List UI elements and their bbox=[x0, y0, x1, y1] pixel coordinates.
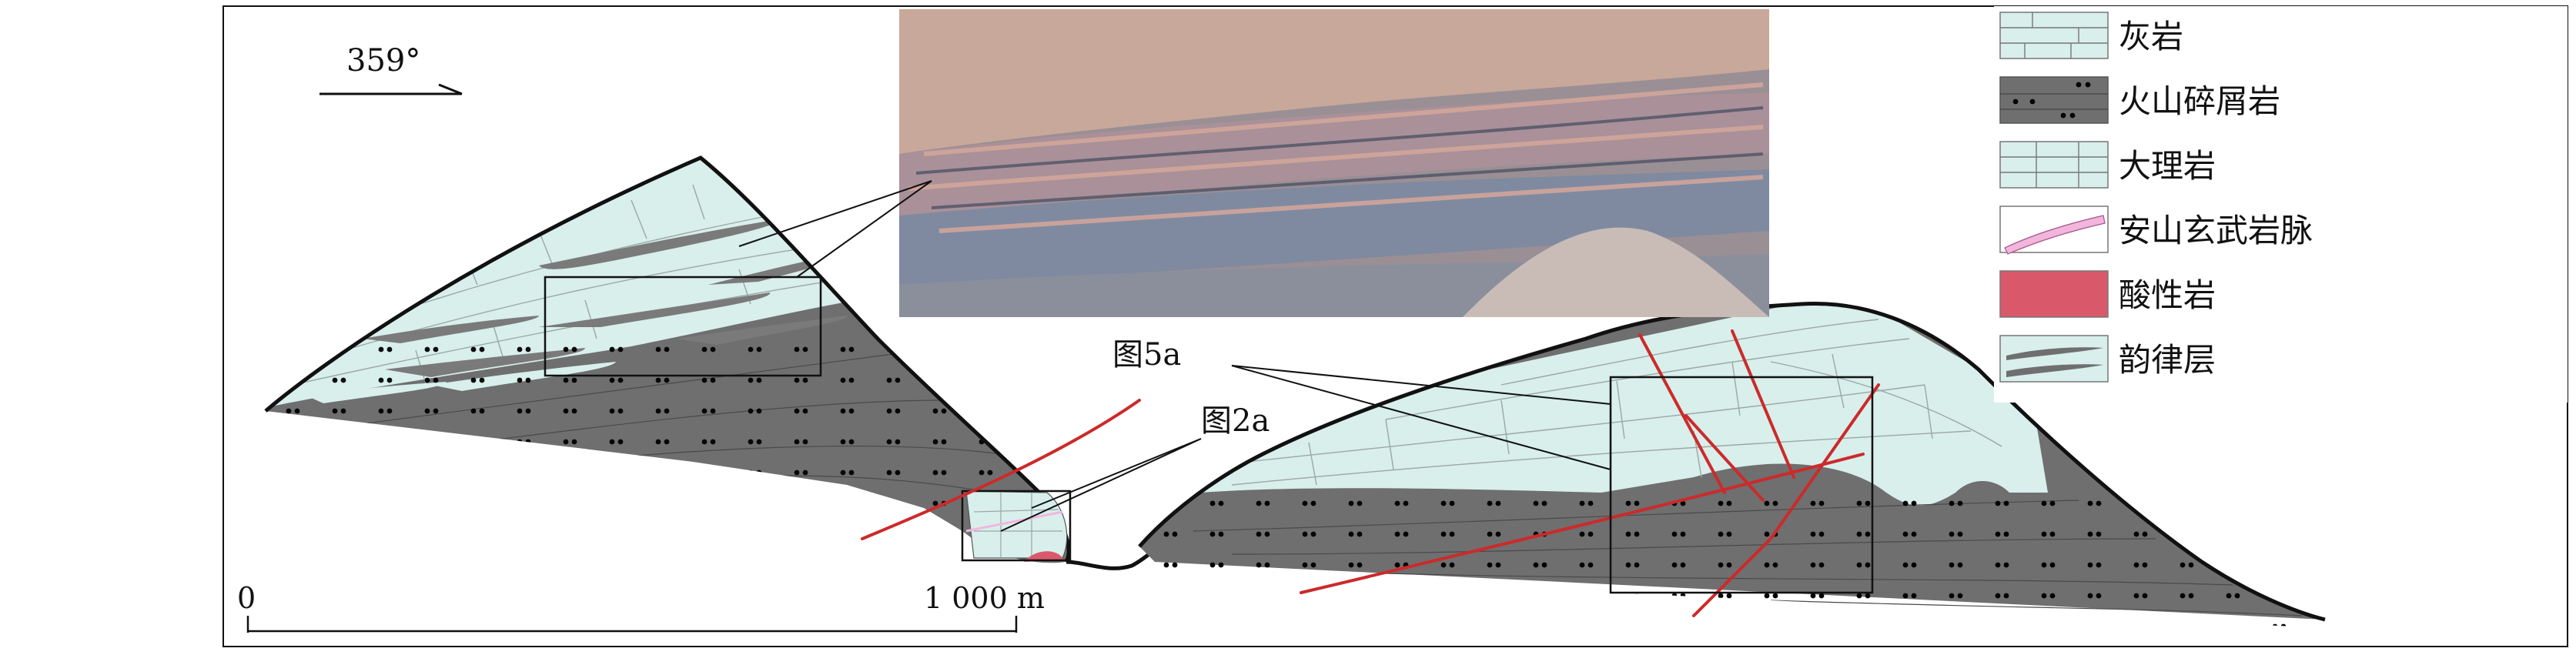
acid-rock-small bbox=[1024, 551, 1064, 562]
scale-start-label: 0 bbox=[237, 581, 256, 615]
legend-label-marble: 大理岩 bbox=[2119, 147, 2216, 185]
legend-label-pyroclastic: 火山碎屑岩 bbox=[2119, 82, 2280, 120]
legend-label-limestone: 灰岩 bbox=[2119, 18, 2183, 55]
legend-swatch-rhythmic bbox=[1999, 335, 2109, 383]
detail-box-fig2a bbox=[961, 490, 1072, 562]
scale-end-label: 1 000 m bbox=[924, 581, 1045, 615]
photo-scree bbox=[1463, 227, 1769, 317]
detail-box-left bbox=[544, 276, 822, 377]
right-limestone-bedding bbox=[1231, 319, 2002, 486]
acid-rock-veins bbox=[861, 329, 1880, 617]
orientation-label: 359° bbox=[346, 43, 420, 79]
right-limestone-cap bbox=[1201, 303, 2048, 506]
right-mountain-outline bbox=[1138, 301, 2326, 622]
legend-swatch-andesite-dike bbox=[1999, 206, 2109, 255]
legend-swatch-marble bbox=[1999, 141, 2109, 189]
legend-swatch-limestone bbox=[1999, 12, 2109, 59]
legend-swatch-pyroclastic bbox=[1999, 76, 2109, 124]
legend: 灰岩 火山碎屑岩 大理岩 安山玄武岩脉 酸性岩 韵律层 bbox=[1994, 6, 2568, 403]
leader-lines bbox=[738, 180, 1611, 532]
right-volcanic-dots bbox=[1139, 493, 2325, 627]
legend-label-rhythmic: 韵律层 bbox=[2119, 341, 2216, 379]
legend-label-andesite-dike: 安山玄武岩脉 bbox=[2119, 212, 2313, 249]
legend-swatch-acid-rock bbox=[1999, 270, 2109, 318]
legend-label-acid-rock: 酸性岩 bbox=[2119, 276, 2216, 314]
orientation-arrow bbox=[319, 83, 463, 95]
valley-outline bbox=[1066, 551, 1153, 570]
detail-box-fig5a bbox=[1609, 376, 1874, 594]
callout-fig2a: 图2a bbox=[1201, 403, 1270, 439]
callout-fig5a: 图5a bbox=[1112, 337, 1181, 373]
scale-bar bbox=[246, 616, 1018, 633]
photo-inset bbox=[899, 9, 1769, 317]
